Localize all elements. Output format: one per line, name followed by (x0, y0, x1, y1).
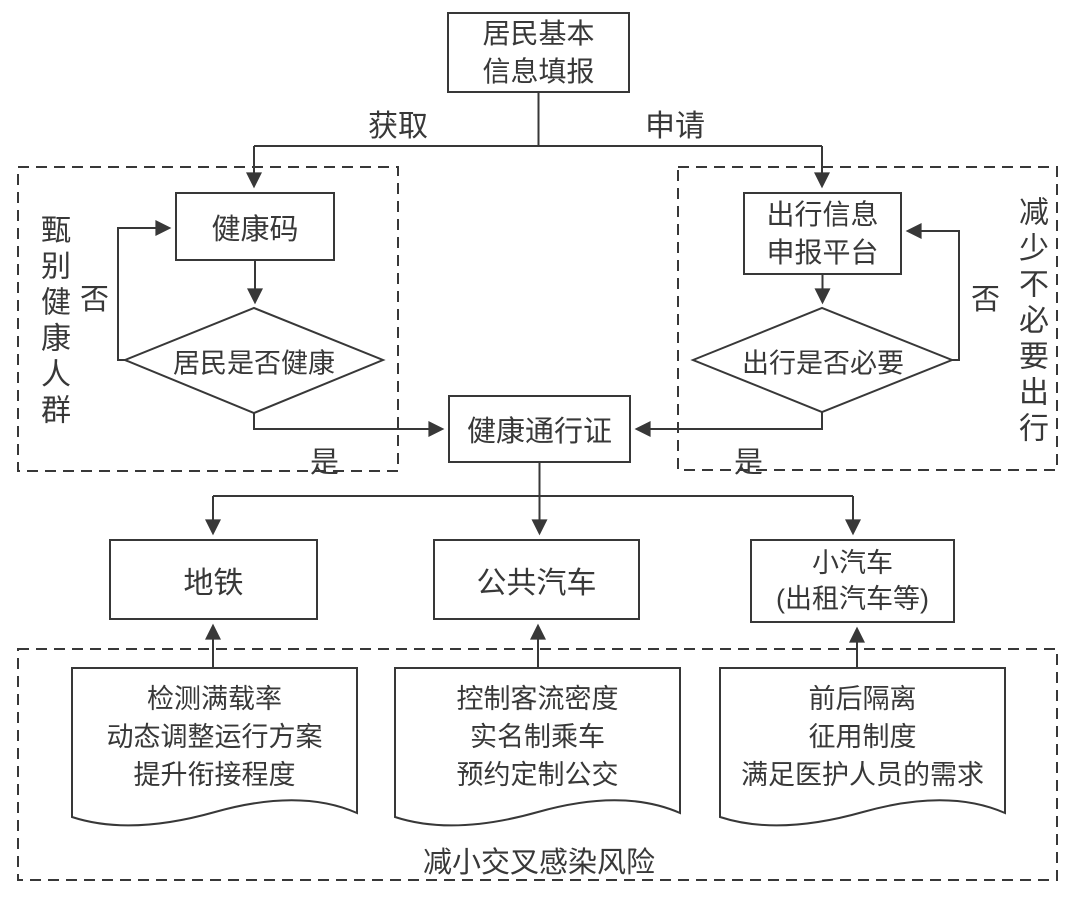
travel-necessary-label: 出行是否必要 (742, 348, 904, 379)
car-measures-line3: 满足医护人员的需求 (741, 760, 984, 790)
edge-yes-right-to-pass (634, 412, 823, 437)
travel-necessary-diamond (690, 306, 955, 414)
edge-label-apply: 申请 (645, 110, 705, 143)
metro-measures-line3: 提升衔接程度 (133, 760, 296, 790)
resident-healthy-label: 居民是否健康 (173, 348, 335, 379)
car-measures-text: 前后隔离 征用制度 满足医护人员的需求 (720, 680, 1005, 794)
metro-measures-text: 检测满载率 动态调整运行方案 提升衔接程度 (72, 680, 357, 794)
left-group-frame (17, 166, 399, 472)
resident-info-line2: 信息填报 (482, 55, 595, 87)
bus-box: 公共汽车 (433, 539, 640, 620)
metro-measures-line1: 检测满载率 (147, 684, 282, 714)
bottom-group-frame (17, 648, 1058, 881)
bus-measures-line2: 实名制乘车 (470, 722, 605, 752)
health-code-box: 健康码 (175, 192, 335, 261)
resident-healthy-diamond (122, 306, 386, 415)
bus-measures-line1: 控制客流密度 (456, 684, 619, 714)
car-line1: 小汽车 (812, 548, 893, 578)
health-code-label: 健康码 (211, 213, 299, 246)
travel-platform-line1: 出行信息 (766, 198, 879, 230)
edge-label-obtain: 获取 (368, 110, 428, 143)
metro-measures-document (71, 667, 358, 827)
edge-no-loop-left (117, 220, 172, 361)
travel-platform-line2: 申报平台 (766, 236, 879, 268)
left-group-caption: 甄别健康人群 (36, 214, 69, 430)
bottom-group-caption: 减小交叉感染风险 (423, 847, 656, 879)
right-group-caption: 减少不必要出行 (1014, 196, 1047, 448)
edge-no-loop-right (905, 223, 960, 361)
bus-measures-line3: 预约定制公交 (456, 760, 619, 790)
metro-measures-line2: 动态调整运行方案 (106, 722, 323, 752)
edge-label-no-left: 否 (80, 284, 110, 316)
car-measures-document (719, 667, 1006, 827)
metro-box: 地铁 (109, 539, 318, 620)
car-measures-line1: 前后隔离 (808, 684, 917, 714)
bus-label: 公共汽车 (476, 566, 597, 600)
bus-measures-document (394, 667, 681, 827)
health-pass-box: 健康通行证 (448, 395, 631, 463)
transport-split-connector (213, 463, 853, 497)
edge-label-yes-left: 是 (310, 447, 340, 479)
edge-yes-left-to-pass (253, 413, 445, 437)
bus-measures-text: 控制客流密度 实名制乘车 预约定制公交 (395, 680, 680, 794)
car-measures-line2: 征用制度 (808, 722, 917, 752)
car-box: 小汽车 (出租汽车等) (750, 539, 955, 623)
travel-platform-box: 出行信息 申报平台 (743, 192, 902, 275)
edge-label-yes-right: 是 (734, 447, 764, 479)
car-line2: (出租汽车等) (776, 584, 929, 614)
health-pass-label: 健康通行证 (466, 416, 612, 448)
resident-info-line1: 居民基本 (482, 17, 595, 49)
resident-info-box: 居民基本 信息填报 (447, 12, 630, 93)
top-split-connector (254, 93, 822, 147)
right-group-frame (677, 166, 1058, 471)
metro-label: 地铁 (183, 566, 244, 600)
edge-label-no-right: 否 (971, 284, 1001, 316)
